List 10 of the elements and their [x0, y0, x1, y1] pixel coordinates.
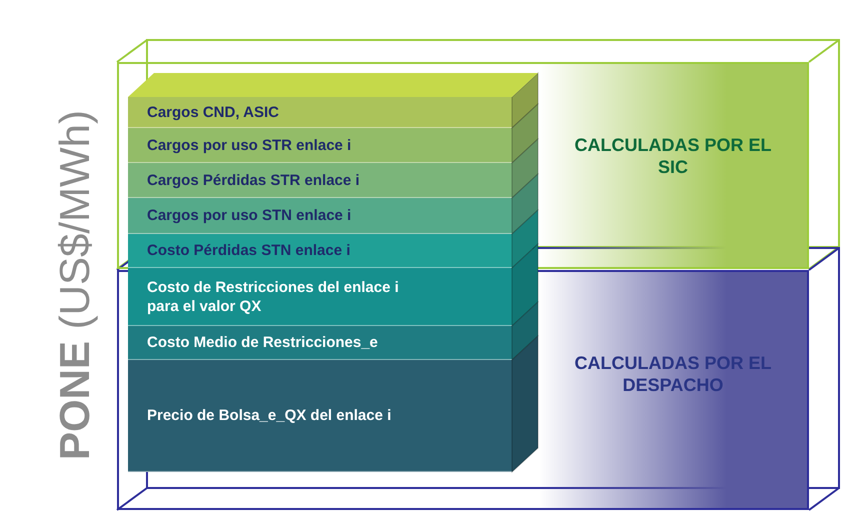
- layer-label: Costo Medio de Restricciones_e: [147, 333, 378, 352]
- layer-label: Cargos Pérdidas STR enlace i: [147, 170, 360, 190]
- layer-label: Precio de Bolsa_e_QX del enlace i: [147, 406, 392, 425]
- layer-label: Cargos por uso STN enlace i: [147, 206, 352, 225]
- layer-label: Costo Pérdidas STN enlace i: [147, 241, 350, 260]
- layer-label: Cargos por uso STR enlace i: [147, 136, 352, 154]
- layer-label: Costo de Restricciones del enlace i para el valor QX: [147, 278, 400, 316]
- axis-label: PONE (US$/MWh): [52, 108, 98, 462]
- layer-label: Cargos CND, ASIC: [147, 102, 279, 122]
- box-title: CALCULADAS POR EL SIC: [574, 134, 772, 178]
